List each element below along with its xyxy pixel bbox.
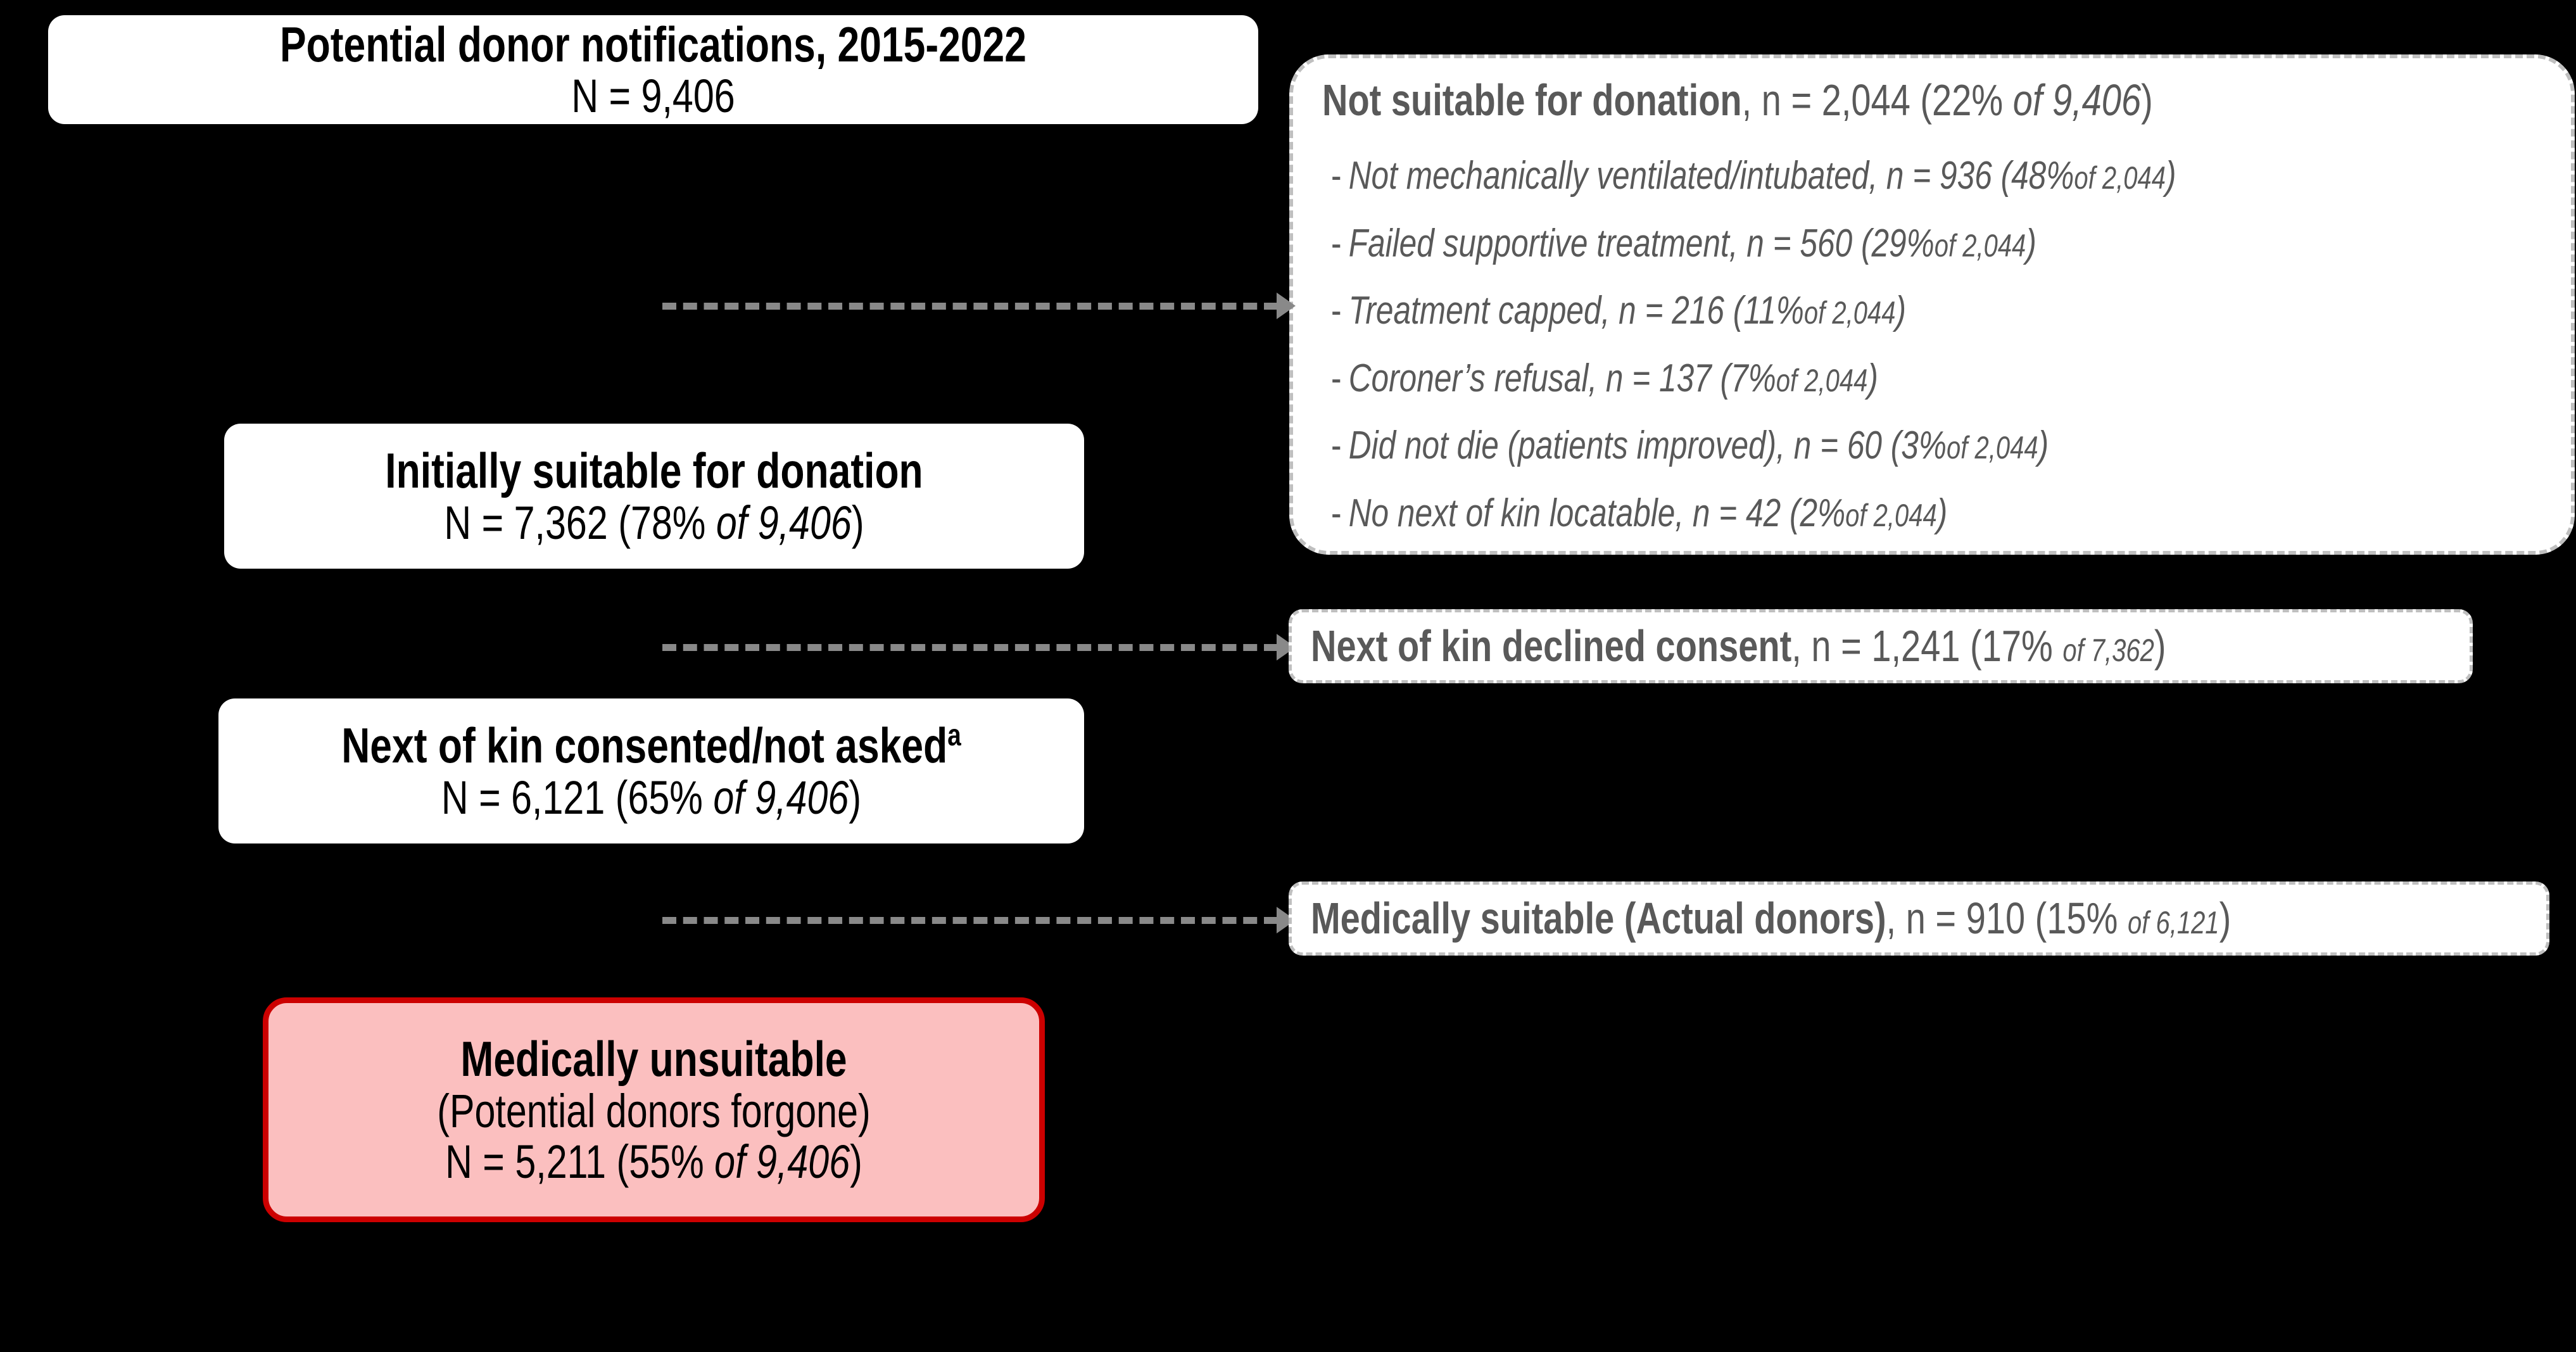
- list-item: - No next of kin locatable, n = 42 (2% o…: [1331, 491, 1948, 535]
- node4-line3: N = 5,211 (55% of 9,406): [445, 1135, 862, 1188]
- footnote-marker: a: [947, 718, 961, 753]
- bullet-marker-icon: -: [1331, 356, 1342, 400]
- arrow-line: [662, 302, 1278, 310]
- list-item: - Treatment capped, n = 216 (11% of 2,04…: [1331, 289, 1907, 333]
- bullet-marker-icon: -: [1331, 154, 1342, 198]
- list-item: - Failed supportive treatment, n = 560 (…: [1331, 221, 2036, 265]
- node2-line2: N = 7,362 (78% of 9,406): [444, 496, 864, 549]
- arrow-kin-consented-to-medically-suitable: [662, 907, 1296, 933]
- exclusion-not-suitable-title: Not suitable for donation, n = 2,044 (22…: [1322, 75, 2153, 125]
- bullet-marker-icon: -: [1331, 424, 1342, 468]
- node4-line2: (Potential donors forgone): [437, 1084, 871, 1137]
- arrow-line: [662, 916, 1278, 924]
- node-medically-unsuitable[interactable]: Medically unsuitable (Potential donors f…: [263, 997, 1045, 1222]
- node-potential-donor-notifications[interactable]: Potential donor notifications, 2015-2022…: [48, 15, 1258, 124]
- bullet-marker-icon: -: [1331, 289, 1342, 333]
- exclusion-declined-consent-box[interactable]: Next of kin declined consent, n = 1,241 …: [1289, 609, 2473, 683]
- arrow-initially-suitable-to-declined: [662, 634, 1296, 660]
- node3-line2: N = 6,121 (65% of 9,406): [441, 771, 862, 824]
- node-initially-suitable[interactable]: Initially suitable for donation N = 7,36…: [224, 424, 1084, 569]
- exclusion-medically-suitable-text: Medically suitable (Actual donors), n = …: [1311, 893, 2232, 943]
- node4-line1: Medically unsuitable: [460, 1031, 847, 1087]
- node1-line1: Potential donor notifications, 2015-2022: [280, 16, 1026, 72]
- node-kin-consented[interactable]: Next of kin consented/not askeda N = 6,1…: [218, 698, 1084, 843]
- exclusion-not-suitable-list: - Not mechanically ventilated/intubated,…: [1331, 153, 2546, 536]
- arrow-head-icon: [1277, 293, 1296, 319]
- list-item: - Did not die (patients improved), n = 6…: [1331, 424, 2049, 468]
- exclusion-medically-suitable-box[interactable]: Medically suitable (Actual donors), n = …: [1289, 881, 2549, 956]
- node3-line1: Next of kin consented/not askeda: [341, 717, 961, 774]
- arrow-notifications-to-not-suitable: [662, 293, 1296, 319]
- exclusion-not-suitable-box[interactable]: Not suitable for donation, n = 2,044 (22…: [1289, 54, 2575, 555]
- bullet-marker-icon: -: [1331, 221, 1342, 265]
- node2-line1: Initially suitable for donation: [385, 443, 923, 499]
- list-item: - Coroner’s refusal, n = 137 (7% of 2,04…: [1331, 356, 1878, 400]
- list-item: - Not mechanically ventilated/intubated,…: [1331, 154, 2176, 198]
- arrow-line: [662, 643, 1278, 651]
- node1-line2: N = 9,406: [571, 70, 735, 123]
- exclusion-declined-consent-text: Next of kin declined consent, n = 1,241 …: [1311, 621, 2166, 671]
- bullet-marker-icon: -: [1331, 491, 1342, 535]
